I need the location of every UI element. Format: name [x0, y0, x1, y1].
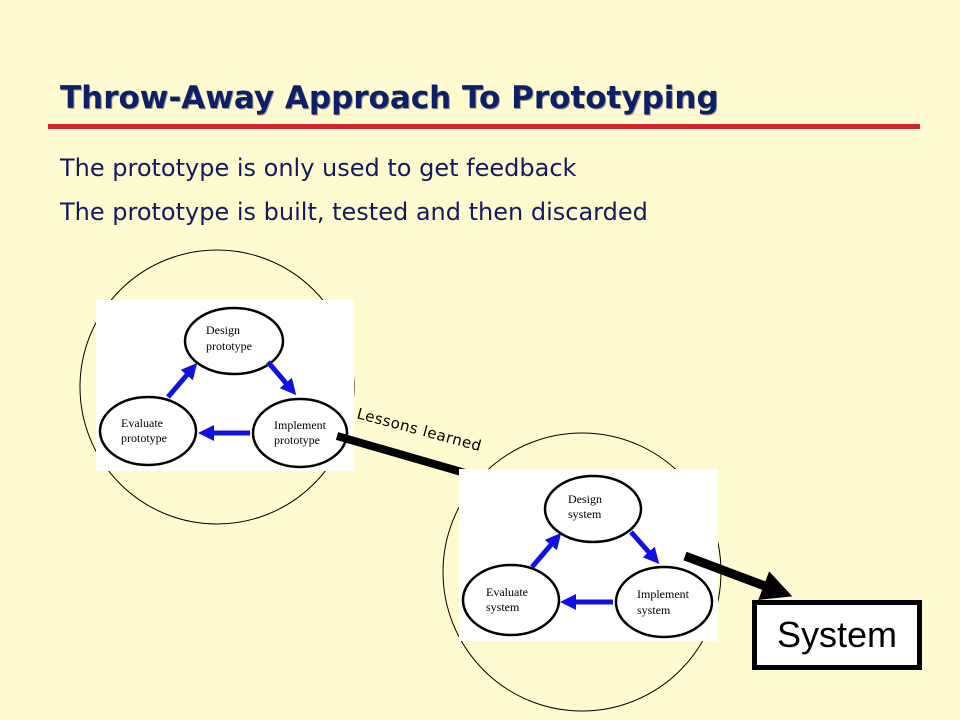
- implement-prototype-label-1: Implement: [274, 418, 327, 432]
- evaluate-prototype-label-1: Evaluate: [121, 416, 163, 430]
- evaluate-system-node: [461, 563, 561, 637]
- evaluate-prototype-node: [98, 395, 198, 467]
- title-divider: [48, 124, 920, 129]
- evaluate-system-label-1: Evaluate: [486, 585, 528, 599]
- prototype-cycle: Design prototype Implement prototype Eva…: [79, 249, 355, 525]
- evaluate-system-label-2: system: [486, 600, 520, 614]
- implement-prototype-label-2: prototype: [274, 433, 320, 447]
- implement-prototype-node: [251, 397, 349, 469]
- implement-system-node: [614, 565, 714, 639]
- design-system-label-2: system: [568, 507, 602, 521]
- system-output-box: System: [752, 600, 922, 670]
- bullet-discarded: The prototype is built, tested and then …: [60, 198, 648, 226]
- design-to-implement-arrow: [266, 360, 297, 396]
- system-cycle: Design system Implement system Evaluate …: [442, 432, 722, 712]
- design-system-label-1: Design: [568, 492, 602, 506]
- implement-system-label-2: system: [637, 603, 671, 617]
- evaluate-prototype-label-2: prototype: [121, 431, 167, 445]
- design-prototype-label-2: prototype: [206, 339, 252, 353]
- bullet-feedback: The prototype is only used to get feedba…: [60, 154, 577, 182]
- implement-system-label-1: Implement: [637, 587, 690, 601]
- design-prototype-label-1: Design: [206, 323, 240, 337]
- system-output-arrow: [683, 551, 793, 600]
- design-system-node: [543, 474, 643, 544]
- design-to-implement-system-arrow: [629, 530, 660, 564]
- design-prototype-node: [183, 306, 285, 376]
- evaluate-to-design-arrow: [166, 362, 198, 399]
- system-output-label: System: [776, 614, 898, 655]
- evaluate-to-design-system-arrow: [530, 532, 562, 569]
- slide-title: Throw-Away Approach To Prototyping: [60, 80, 719, 116]
